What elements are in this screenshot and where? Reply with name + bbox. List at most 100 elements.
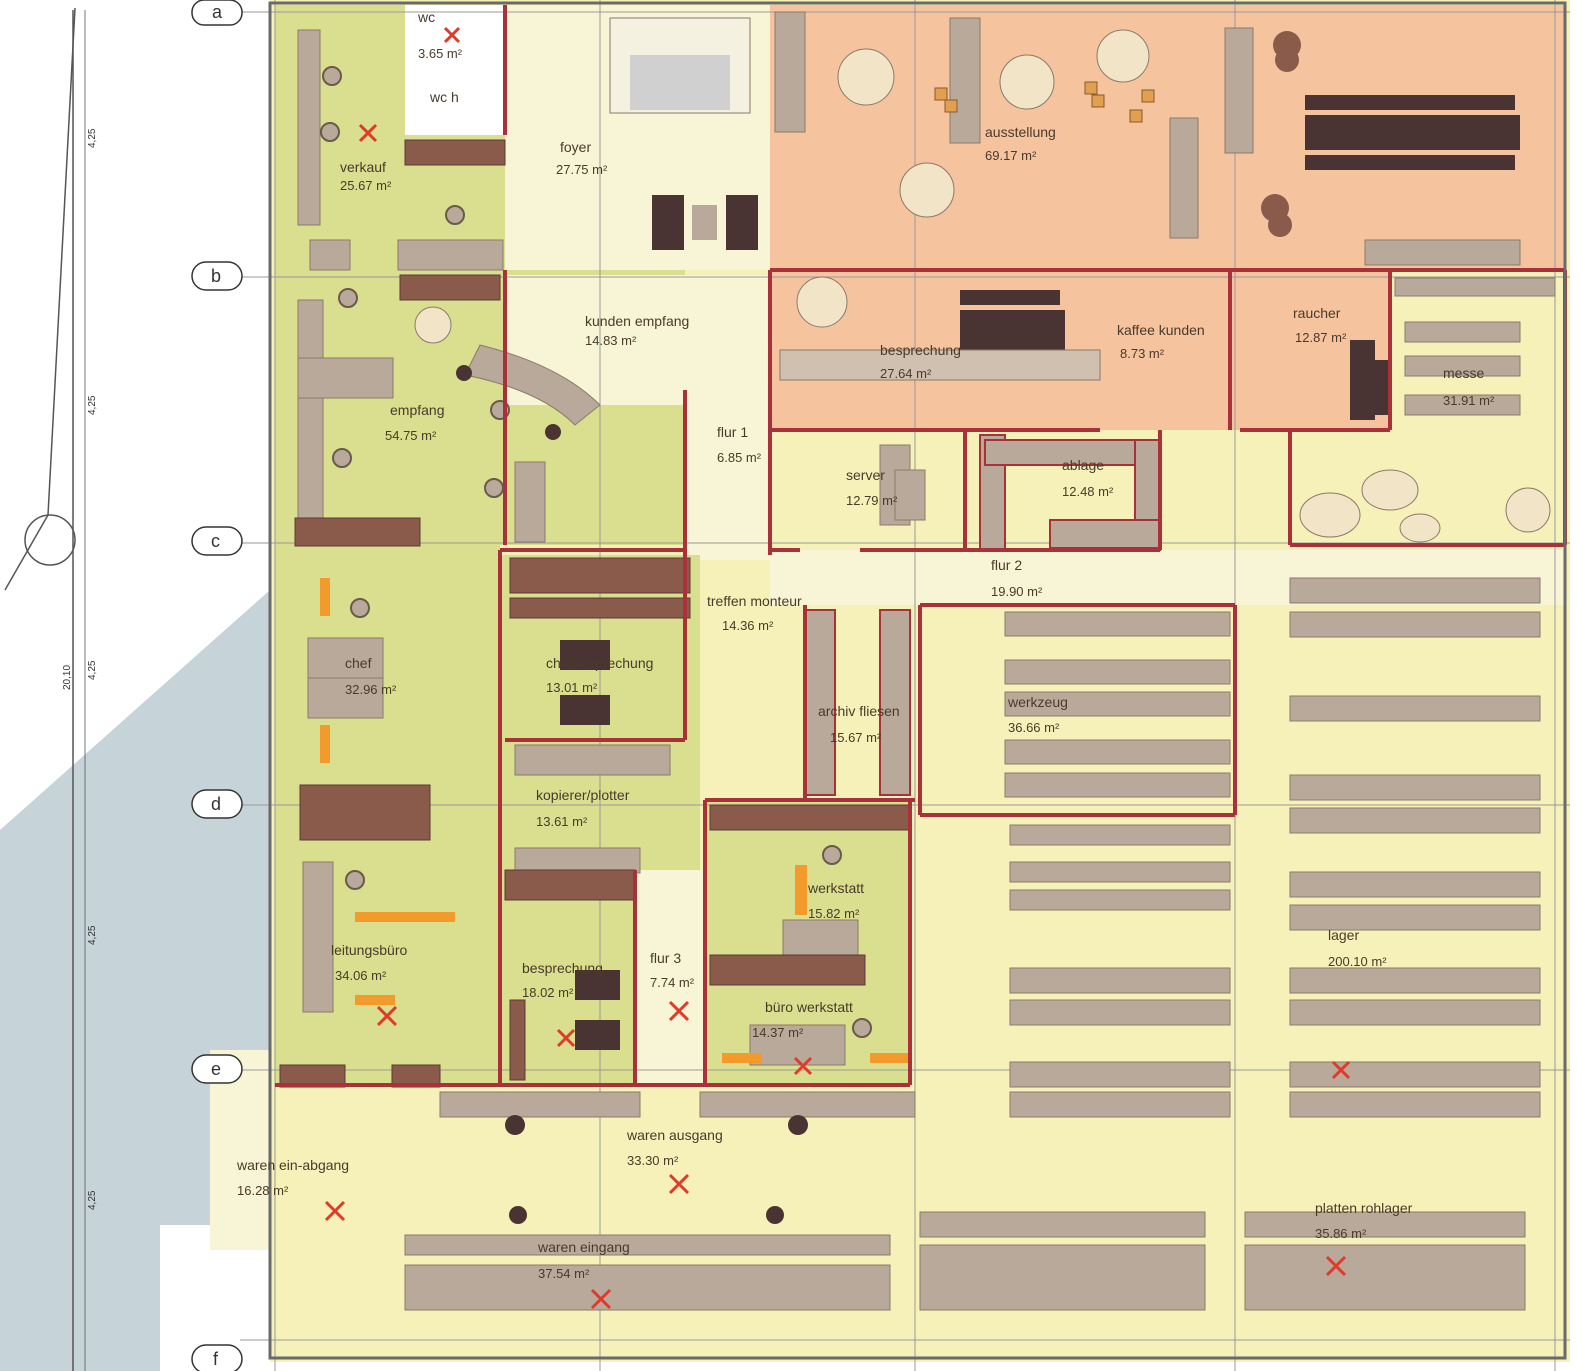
orange-accents — [320, 578, 910, 1063]
svg-text:chefbesprechung: chefbesprechung — [546, 655, 653, 671]
svg-text:13.01 m²: 13.01 m² — [546, 680, 598, 695]
room-label-ausstellung: ausstellung 69.17 m² — [985, 124, 1056, 163]
dim-label-5: 4,25 — [87, 1190, 98, 1210]
svg-text:werkstatt: werkstatt — [807, 880, 864, 896]
room-label-kunden-empfang: kunden empfang 14.83 m² — [585, 313, 689, 348]
room-labels: verkauf 25.67 m² wc 3.65 m² wc h foyer 2… — [236, 9, 1495, 1281]
svg-text:7.74 m²: 7.74 m² — [650, 975, 695, 990]
grid-axis-d: d — [191, 789, 243, 819]
outside-terrain — [0, 590, 270, 1371]
room-label-empfang: empfang 54.75 m² — [385, 402, 444, 443]
room-label-verkauf: verkauf 25.67 m² — [340, 159, 392, 193]
svg-text:kopierer/plotter: kopierer/plotter — [536, 787, 630, 803]
server-racks — [879, 444, 926, 526]
room-label-platten-rohlager: platten rohlager 35.86 m² — [1315, 1200, 1413, 1241]
room-label-waren-ausgang: waren ausgang 33.30 m² — [626, 1127, 723, 1168]
svg-text:flur 2: flur 2 — [991, 557, 1022, 573]
svg-text:14.36 m²: 14.36 m² — [722, 618, 774, 633]
svg-text:15.82 m²: 15.82 m² — [808, 906, 860, 921]
fill-server — [770, 430, 965, 550]
dim-label-1: 4,25 — [87, 128, 98, 148]
svg-text:200.10 m²: 200.10 m² — [1328, 954, 1387, 969]
room-label-kaffee-kunden: kaffee kunden 8.73 m² — [1117, 322, 1205, 361]
dark-chairs — [456, 365, 808, 1224]
svg-text:ablage: ablage — [1062, 457, 1104, 473]
svg-text:c: c — [211, 531, 220, 551]
svg-text:besprechung: besprechung — [880, 342, 961, 358]
room-label-flur-2: flur 2 19.90 m² — [991, 557, 1043, 599]
room-label-treffen-monteur: treffen monteur 14.36 m² — [707, 593, 802, 633]
svg-text:verkauf: verkauf — [340, 159, 386, 175]
svg-text:lager: lager — [1328, 927, 1359, 943]
svg-text:archiv fliesen: archiv fliesen — [818, 703, 900, 719]
foyer-furniture — [609, 17, 758, 250]
svg-text:kaffee kunden: kaffee kunden — [1117, 322, 1205, 338]
svg-text:flur 1: flur 1 — [717, 424, 748, 440]
svg-text:37.54 m²: 37.54 m² — [538, 1266, 590, 1281]
messe-shelves — [1394, 277, 1556, 416]
room-fills — [210, 5, 1565, 1250]
svg-text:35.86 m²: 35.86 m² — [1315, 1226, 1367, 1241]
dimension-line — [4, 7, 86, 1371]
dimension-labels: 4,25 4,25 4,25 4,25 4,25 20,10 — [62, 128, 98, 1210]
room-label-waren-eingang: waren eingang 37.54 m² — [537, 1239, 630, 1281]
svg-text:15.67 m²: 15.67 m² — [830, 730, 882, 745]
room-label-ablage: ablage 12.48 m² — [1062, 457, 1114, 499]
room-label-archiv-fliesen: archiv fliesen 15.67 m² — [818, 703, 900, 745]
svg-text:54.75 m²: 54.75 m² — [385, 428, 437, 443]
round-stools — [1261, 31, 1301, 237]
brown-stools — [934, 81, 1155, 123]
conference-table — [1305, 95, 1520, 170]
svg-text:25.67 m²: 25.67 m² — [340, 178, 392, 193]
svg-text:server: server — [846, 467, 885, 483]
room-label-server: server 12.79 m² — [846, 467, 898, 508]
svg-text:33.30 m²: 33.30 m² — [627, 1153, 679, 1168]
room-label-buero-werkstatt: büro werkstatt 14.37 m² — [752, 999, 853, 1040]
office-desks — [297, 29, 1101, 1066]
grid-axis-e: e — [191, 1054, 243, 1084]
room-label-foyer: foyer 27.75 m² — [556, 139, 608, 177]
archive-shelves — [804, 434, 1161, 796]
room-label-chefbesprechung: chefbesprechung 13.01 m² — [546, 655, 653, 695]
room-label-raucher: raucher 12.87 m² — [1293, 305, 1347, 345]
svg-text:foyer: foyer — [560, 139, 591, 155]
lager-shelves — [404, 577, 1541, 1311]
werkzeug-shelves — [1004, 611, 1231, 798]
svg-text:12.48 m²: 12.48 m² — [1062, 484, 1114, 499]
svg-text:leitungsbüro: leitungsbüro — [331, 942, 407, 958]
svg-text:wc: wc — [417, 9, 435, 25]
svg-text:büro werkstatt: büro werkstatt — [765, 999, 853, 1015]
room-label-waren-ein-abgang: waren ein-abgang 16.28 m² — [236, 1157, 349, 1198]
svg-text:31.91 m²: 31.91 m² — [1443, 393, 1495, 408]
svg-text:waren ausgang: waren ausgang — [626, 1127, 723, 1143]
svg-text:69.17 m²: 69.17 m² — [985, 148, 1037, 163]
dark-shelves — [279, 139, 911, 1088]
svg-text:besprechung: besprechung — [522, 960, 603, 976]
room-label-leitungsbuero: leitungsbüro 34.06 m² — [331, 942, 407, 983]
svg-text:e: e — [211, 1059, 221, 1079]
fill-wc — [405, 5, 505, 135]
room-label-chef: chef 32.96 m² — [345, 655, 397, 697]
room-label-wc-h: wc h — [429, 89, 459, 105]
svg-text:14.37 m²: 14.37 m² — [752, 1025, 804, 1040]
outer-walls — [268, 1, 1567, 1360]
svg-text:platten rohlager: platten rohlager — [1315, 1200, 1413, 1216]
svg-text:13.61 m²: 13.61 m² — [536, 814, 588, 829]
svg-text:19.90 m²: 19.90 m² — [991, 584, 1043, 599]
grid-axis-b: b — [191, 261, 243, 291]
dim-label-2: 4,25 — [87, 395, 98, 415]
svg-text:32.96 m²: 32.96 m² — [345, 682, 397, 697]
svg-text:a: a — [212, 2, 223, 22]
room-label-flur-3: flur 3 7.74 m² — [650, 950, 695, 990]
svg-text:12.87 m²: 12.87 m² — [1295, 330, 1347, 345]
svg-text:27.64 m²: 27.64 m² — [880, 366, 932, 381]
grid-axis-a: a — [191, 0, 243, 26]
exhibition-tables — [414, 29, 1551, 543]
reception-counter — [464, 344, 601, 426]
svg-text:18.02 m²: 18.02 m² — [522, 985, 574, 1000]
svg-text:3.65 m²: 3.65 m² — [418, 46, 463, 61]
grid-axis-f: f — [191, 1344, 243, 1371]
walls — [275, 5, 1567, 1087]
svg-text:f: f — [213, 1349, 219, 1369]
